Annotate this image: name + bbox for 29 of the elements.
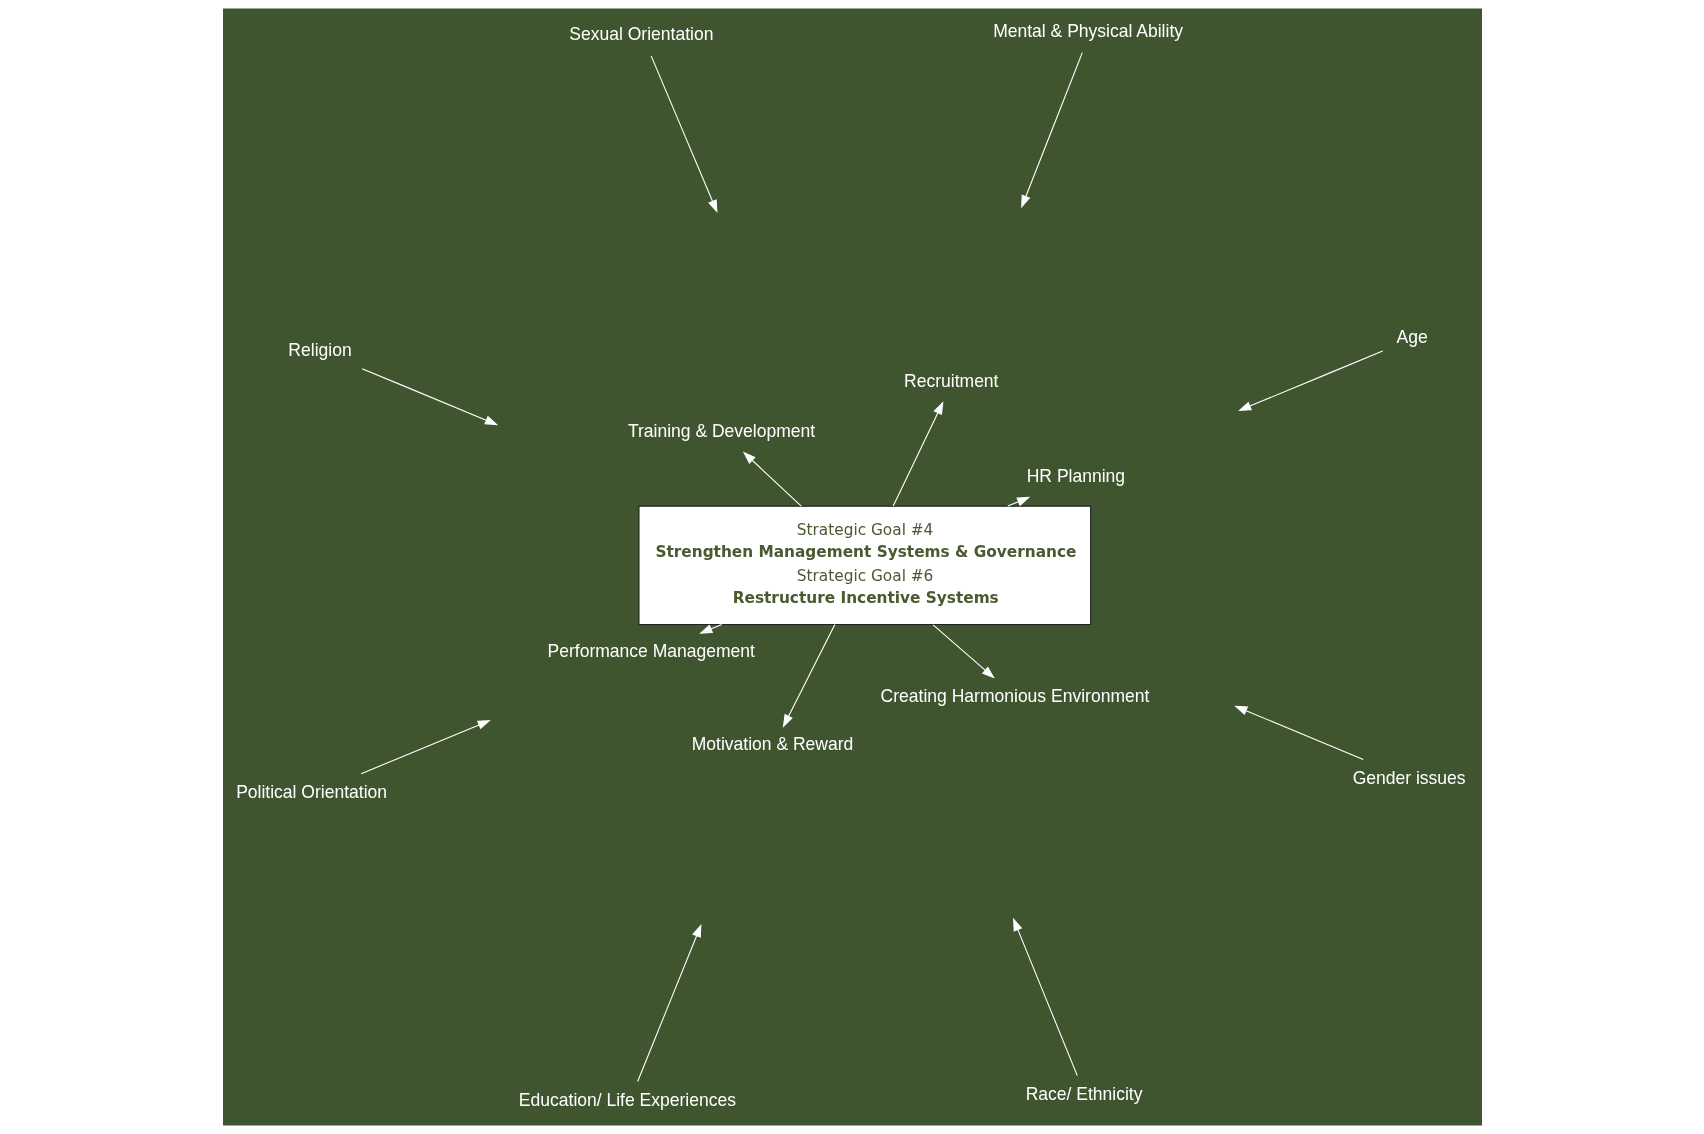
arrow bbox=[742, 451, 802, 507]
arrow bbox=[1020, 52, 1083, 209]
node-text: Training & Development bbox=[627, 420, 815, 441]
node-text: HR Planning bbox=[1026, 465, 1125, 486]
arrow bbox=[636, 923, 701, 1083]
arrow bbox=[361, 368, 498, 426]
node-text: Recruitment bbox=[903, 370, 998, 391]
arrow bbox=[1233, 705, 1364, 761]
arrow bbox=[698, 624, 722, 634]
arrow bbox=[932, 624, 995, 679]
arrow bbox=[1237, 350, 1383, 411]
node-text: Age bbox=[1396, 326, 1428, 347]
arrow bbox=[892, 401, 943, 507]
arrow bbox=[1012, 917, 1078, 1077]
node-text: Mental & Physical Ability bbox=[992, 20, 1183, 41]
node-text: Gender issues bbox=[1352, 767, 1466, 788]
arrow bbox=[650, 55, 717, 214]
node-text: Motivation & Reward bbox=[691, 734, 853, 755]
node-text: Religion bbox=[287, 339, 352, 360]
node-text: Political Orientation bbox=[235, 781, 387, 802]
node-box: Strategic Goal #4 Strengthen Management Systems & Governance Strategic Goal #6 Restructure Incentive Systems bbox=[637, 505, 1091, 626]
node-text: Performance Management bbox=[547, 641, 755, 662]
node-text: Race/ Ethnicity bbox=[1025, 1083, 1142, 1104]
node-text: Sexual Orientation bbox=[568, 24, 713, 45]
arrow bbox=[782, 624, 835, 728]
node-text: Creating Harmonious Environment bbox=[880, 685, 1149, 706]
arrow bbox=[360, 720, 491, 775]
arrow bbox=[1006, 496, 1030, 507]
node-text: Education/ Life Experiences bbox=[518, 1089, 736, 1110]
